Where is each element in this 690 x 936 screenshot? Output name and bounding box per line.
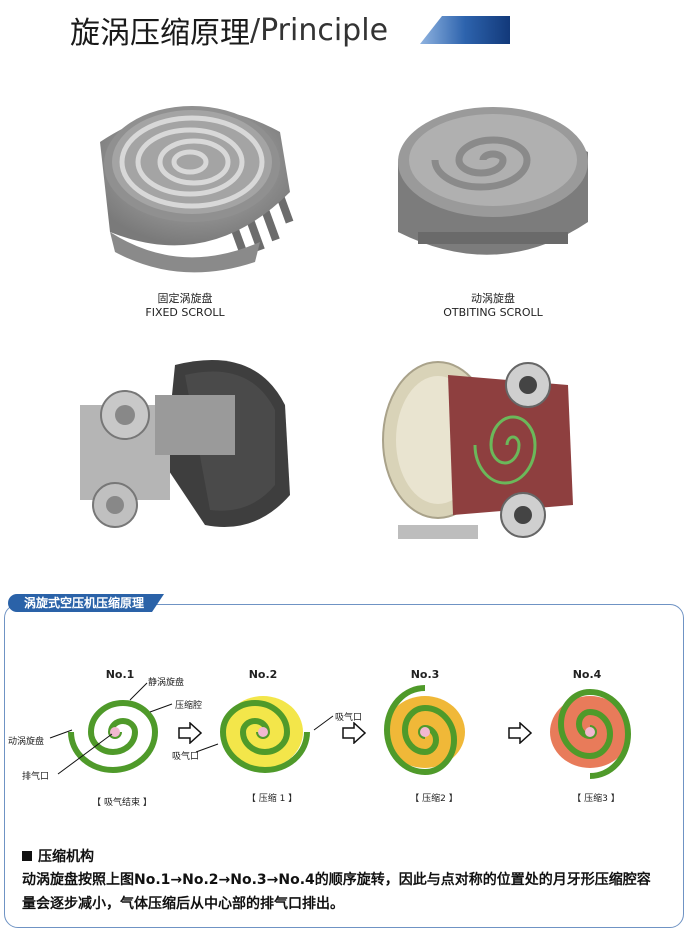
page-title-separator: /	[250, 12, 261, 48]
scroll-compressor-cutaway-image	[382, 361, 573, 539]
mechanism-heading: 压缩机构	[22, 846, 94, 866]
orbiting-scroll-caption-en: OTBITING SCROLL	[443, 306, 543, 319]
mechanism-title: 压缩机构	[38, 849, 94, 865]
stage-1-label: No.1	[105, 668, 135, 681]
stage-2-caption: 【 压缩 1 】	[246, 794, 298, 804]
principle-panel-tab: 涡旋式空压机压缩原理	[8, 594, 164, 612]
fixed-scroll-caption: 固定涡旋盘 FIXED SCROLL	[105, 292, 265, 320]
stage-2-diagram	[219, 696, 310, 773]
orbiting-scroll-caption: 动涡旋盘 OTBITING SCROLL	[413, 292, 573, 320]
stage-2-label: No.2	[248, 668, 278, 681]
stage-1-caption: 【 吸气结束 】	[92, 798, 152, 808]
square-bullet-icon	[22, 851, 32, 861]
callout-intake-lower: 吸气口	[172, 752, 200, 762]
stage-3-diagram	[384, 685, 465, 776]
page-title: 旋涡压缩原理 / Principle	[70, 12, 389, 52]
callout-compression-chamber: 压缩腔	[175, 701, 203, 711]
stage-4-caption: 【 压缩3 】	[572, 794, 620, 804]
scroll-compressor-unit-image	[80, 360, 290, 528]
stage-3-caption: 【 压缩2 】	[410, 794, 458, 804]
page-title-en: Principle	[260, 12, 389, 48]
mechanism-description: 动涡旋盘按照上图No.1→No.2→No.3→No.4的顺序旋转，因此与点对称的…	[22, 872, 651, 912]
callout-orbiting-scroll: 动涡旋盘	[8, 737, 45, 747]
principle-panel	[4, 604, 684, 928]
fixed-scroll-caption-en: FIXED SCROLL	[145, 306, 225, 319]
arrow-right-icon	[178, 722, 202, 744]
stage-4-diagram	[550, 688, 631, 779]
stage-4-label: No.4	[572, 668, 602, 681]
orbiting-scroll-image	[398, 107, 588, 255]
title-decoration	[420, 16, 510, 44]
arrow-right-icon	[342, 722, 366, 744]
fixed-scroll-image	[100, 106, 294, 273]
page-title-cn: 旋涡压缩原理	[70, 16, 250, 51]
stage-1-diagram	[68, 696, 159, 773]
orbiting-scroll-caption-cn: 动涡旋盘	[471, 292, 515, 305]
stage-3-label: No.3	[410, 668, 440, 681]
fixed-scroll-caption-cn: 固定涡旋盘	[157, 292, 213, 305]
callout-fixed-scroll: 静涡旋盘	[148, 678, 185, 688]
arrow-right-icon	[508, 722, 532, 744]
callout-exhaust: 排气口	[22, 772, 50, 782]
callout-intake-upper: 吸气口	[335, 713, 363, 723]
